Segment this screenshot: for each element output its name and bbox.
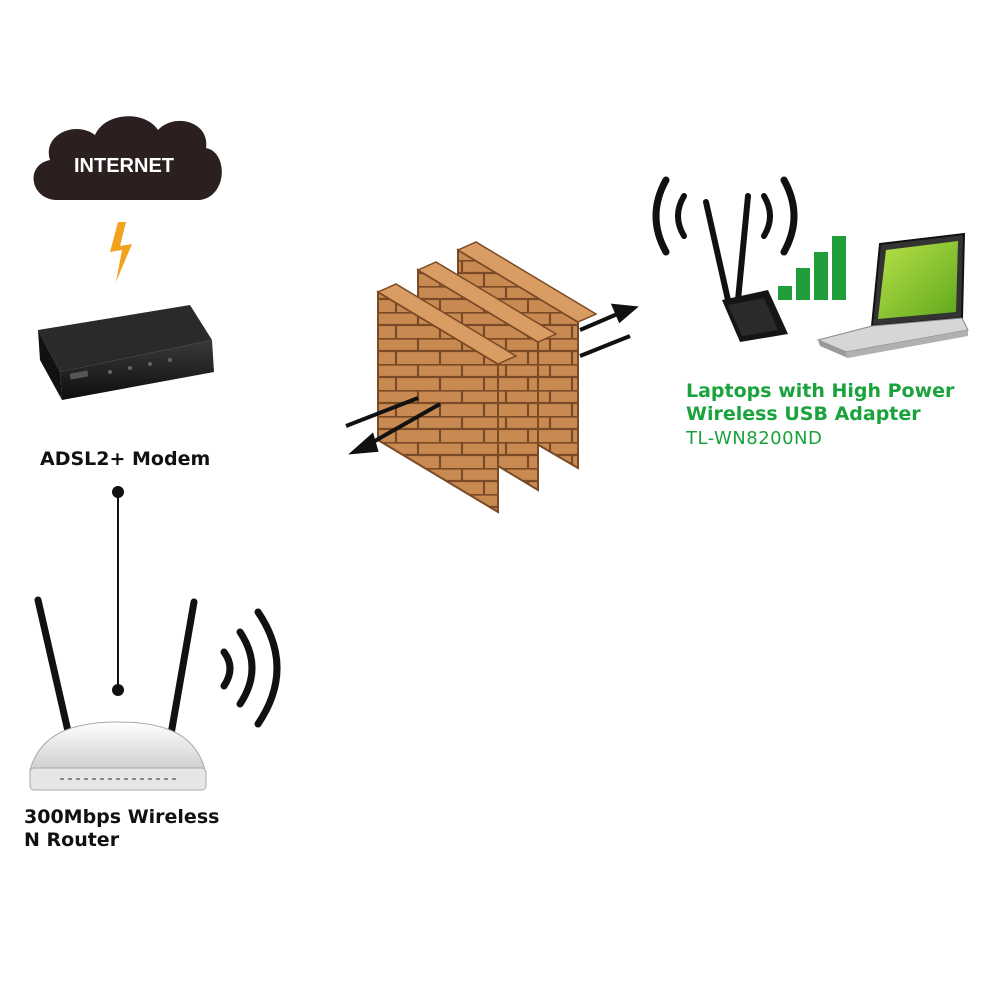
signal-strength-bars-icon	[778, 236, 846, 300]
adapter-model-label: TL-WN8200ND	[686, 428, 823, 449]
wireless-router-icon	[29, 596, 207, 791]
adapter-label-line1: Laptops with High Power	[686, 380, 955, 402]
adapter-wifi-signal-left-icon	[652, 176, 687, 256]
adapter-label-line2: Wireless USB Adapter	[686, 403, 921, 425]
router-wifi-signal-icon	[220, 608, 281, 728]
usb-wireless-adapter-icon	[703, 193, 788, 342]
adsl-modem-icon	[38, 305, 214, 400]
firewall-walls-icon	[376, 241, 598, 514]
internet-label: INTERNET	[74, 155, 174, 177]
adapter-wifi-signal-right-icon	[761, 176, 798, 256]
router-label-line2: N Router	[24, 829, 120, 851]
modem-router-cable	[112, 486, 124, 696]
modem-label: ADSL2+ Modem	[40, 448, 211, 470]
lightning-bolt-icon	[110, 222, 132, 282]
laptop-icon	[816, 232, 969, 358]
router-label-line1: 300Mbps Wireless	[24, 806, 220, 828]
traffic-arrows-icon	[345, 303, 639, 455]
internet-cloud-icon	[33, 116, 222, 200]
